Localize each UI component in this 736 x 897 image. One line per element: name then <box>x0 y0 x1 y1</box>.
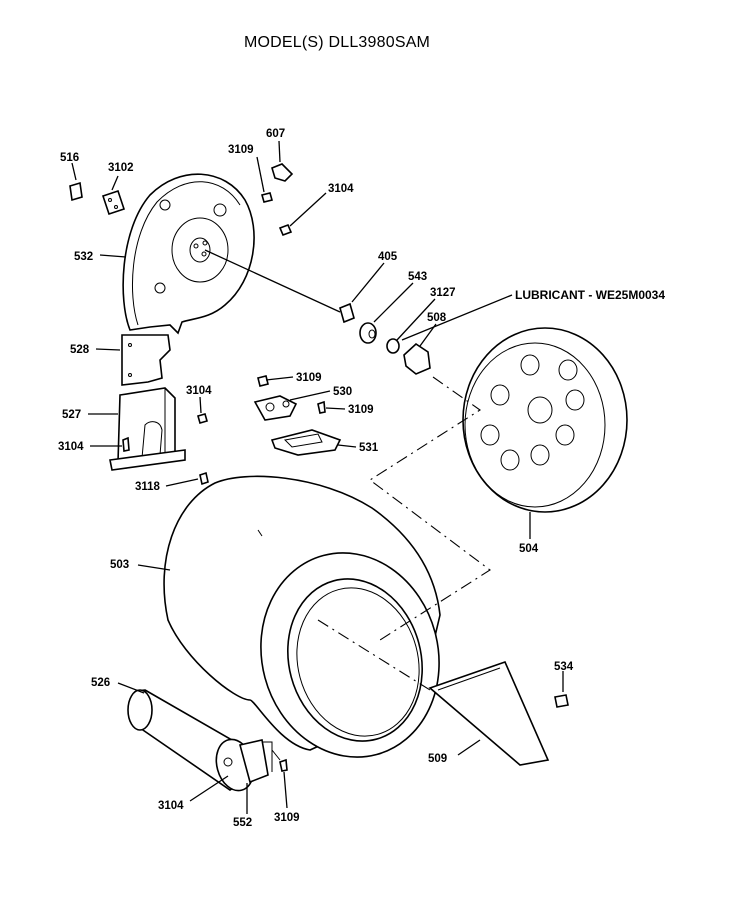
bearing-405-part <box>339 302 355 324</box>
callout-530: 530 <box>333 386 352 398</box>
thermostat-531-part <box>270 429 342 456</box>
bearing-543-part <box>359 322 377 344</box>
callout-516: 516 <box>60 152 79 164</box>
callout-528: 528 <box>70 344 90 356</box>
callout-3109-top: 3109 <box>228 144 254 156</box>
model-title: MODEL(S) DLL3980SAM <box>244 34 431 51</box>
callout-527: 527 <box>62 409 81 421</box>
washer-3127-part <box>386 338 400 354</box>
leader-lines <box>71 140 564 814</box>
screw-3118-part <box>199 471 209 486</box>
thermostat-530-part <box>253 395 298 421</box>
alignment-line-drum-to-baffle <box>317 619 431 691</box>
screw-3109-top-part <box>261 192 273 203</box>
callout-3109-center: 3109 <box>296 372 322 384</box>
screw-534-part <box>554 694 569 708</box>
callout-3109-center2: 3109 <box>348 404 374 416</box>
baffle-509-part <box>428 661 550 766</box>
callout-607: 607 <box>266 128 285 140</box>
callout-509: 509 <box>428 753 447 765</box>
callout-552: 552 <box>233 817 252 829</box>
callout-503: 503 <box>110 559 129 571</box>
callout-543: 543 <box>408 271 427 283</box>
plate-3102-part <box>101 189 126 216</box>
clip-516-part <box>69 181 83 202</box>
callout-3102: 3102 <box>108 162 134 174</box>
drum-front-504-part <box>462 327 628 513</box>
drum-shaft <box>204 249 341 313</box>
screw-3104-left-part <box>122 436 130 452</box>
motor-526-part <box>127 689 269 792</box>
screw-3104-top-part <box>278 223 293 237</box>
screw-3109-bottom-part <box>279 758 288 772</box>
lubricant-note: LUBRICANT - WE25M0034 <box>515 288 665 302</box>
callout-3109-bottom: 3109 <box>274 812 300 824</box>
callout-504: 504 <box>519 543 539 555</box>
callout-3104-mid: 3104 <box>186 385 212 397</box>
callout-3118: 3118 <box>135 481 161 493</box>
callout-3104-bottom: 3104 <box>158 800 184 812</box>
drum-503-part <box>163 475 441 758</box>
callout-526: 526 <box>91 677 110 689</box>
callout-405: 405 <box>378 251 398 263</box>
screw-3104-mid-part <box>197 413 208 424</box>
callout-531: 531 <box>359 442 379 454</box>
callout-508: 508 <box>427 312 447 324</box>
callout-3104-top: 3104 <box>328 183 354 195</box>
bracket-607-part <box>271 163 294 182</box>
bracket-528-part <box>121 334 171 386</box>
screw-3109-center-part <box>257 375 269 387</box>
callout-534: 534 <box>554 661 574 673</box>
screw-3109-center2-part <box>317 400 326 414</box>
rear-bulkhead-part <box>122 173 255 335</box>
shaft-508-part <box>403 342 431 375</box>
callout-3104-left: 3104 <box>58 441 84 453</box>
callout-3127: 3127 <box>430 287 456 299</box>
bracket-527-part <box>109 387 186 471</box>
callout-532: 532 <box>74 251 93 263</box>
motor-clip-552-part <box>262 741 281 772</box>
